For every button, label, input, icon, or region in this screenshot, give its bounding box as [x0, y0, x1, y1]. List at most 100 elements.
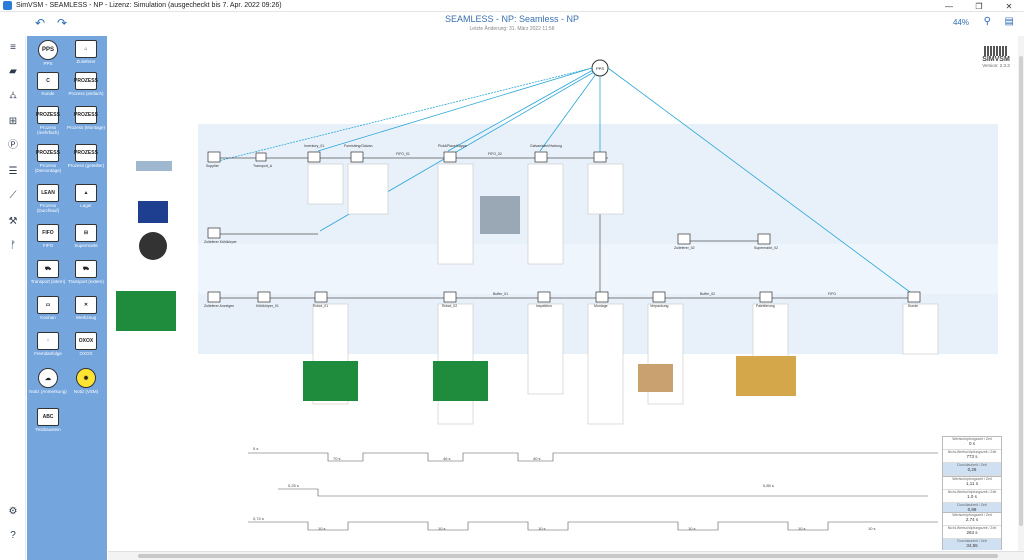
node-label: Palettierung — [756, 304, 775, 308]
kpi-value: 773 s — [966, 454, 978, 459]
scroll-thumb[interactable] — [138, 554, 998, 558]
map-icon[interactable]: ▤ — [1004, 16, 1014, 27]
info-line — [447, 69, 594, 152]
palette-item-process-multi[interactable]: PROZESS Prozess (mehrfach) — [29, 104, 67, 142]
product-photo-heatsink — [139, 232, 167, 260]
palette-label: Lager — [80, 203, 92, 208]
app-icon — [3, 1, 12, 10]
factory-icon: ⌂ — [75, 40, 97, 58]
kpi-value: 2,74 s — [965, 517, 979, 522]
oxox-icon: OXOX — [75, 332, 97, 350]
palette-label: Textbaustein — [35, 427, 61, 432]
help-icon[interactable]: ? — [10, 530, 16, 541]
kpi-value: 1,11 s — [966, 481, 978, 486]
horizontal-scrollbar[interactable] — [108, 551, 1024, 560]
palette-item-process-flow[interactable]: LEAN Prozess (Durchlauf) — [29, 182, 67, 220]
left-rail: ≡ ▰ ⛼ ⊞ Ⓟ ☰ ⟋ ⚒ ᚠ ⚙ ? — [0, 36, 26, 560]
product-photo-pcb-assembled-2 — [433, 361, 488, 401]
settings-icon[interactable]: ⚙ — [8, 506, 18, 517]
maximize-button[interactable]: ❐ — [975, 1, 983, 11]
node-label: Pick&Place/Kappe — [438, 144, 467, 148]
kpi-value: 263 s — [966, 530, 978, 535]
palette-item-note-vsm[interactable]: ✹ Notiz (VSM) — [67, 366, 105, 404]
product-photo-pallet — [736, 356, 796, 396]
palette-item-process-disassembly[interactable]: PROZESS Prozess (Demontage) — [29, 142, 67, 180]
close-button[interactable]: ✕ — [1005, 1, 1013, 11]
menu-icon[interactable]: ≡ — [10, 42, 16, 53]
palette-item-customer[interactable]: C Kunde — [29, 70, 67, 108]
timeline-row-3 — [248, 521, 938, 531]
node-label: Zulieferer Anzeigen — [204, 304, 235, 308]
list-icon[interactable]: ☰ — [8, 166, 18, 177]
svg-text:PPS: PPS — [596, 66, 604, 71]
palette-item-process-shared[interactable]: PROZESS Prozess (geteilter) — [67, 142, 105, 180]
redo-icon[interactable]: ↷ — [57, 16, 68, 30]
palette-item-process-simple[interactable]: PROZESS Prozess (einfach) — [67, 70, 105, 108]
palette-item-arrow[interactable]: ↑ Fremdanfolge — [29, 330, 67, 368]
document-last-modified: Letzte Änderung: 31. März 2022 11:58 — [469, 26, 555, 32]
timeline-row1-label: 40 s — [533, 456, 541, 461]
vsm-canvas[interactable]: PPS — [108, 36, 1024, 550]
minimize-button[interactable]: — — [945, 1, 953, 11]
timeline-row3-start: 0,74 s — [253, 516, 264, 521]
palette-item-transport-internal[interactable]: ⛟ Transport (intern) — [29, 258, 67, 296]
process-boxes-lower — [207, 227, 921, 303]
vsm-diagram: PPS — [116, 59, 998, 531]
process-icon: PROZESS — [74, 144, 98, 162]
kpi-value: 1.0 s — [967, 494, 977, 499]
forklift-icon: ⛟ — [37, 260, 59, 278]
product-photo-box — [638, 364, 673, 392]
arrow-up-icon: ↑ — [37, 332, 59, 350]
palette-item-supplier[interactable]: ⌂ Zulieferer — [67, 38, 105, 76]
flow-icon[interactable]: ⊞ — [8, 116, 18, 127]
branch-icon[interactable]: ᚠ — [10, 240, 16, 251]
product-photo-part — [480, 196, 520, 234]
palette-label: Notiz (VSM) — [73, 389, 99, 394]
tools-icon: ✕ — [75, 296, 97, 314]
palette-item-tool[interactable]: ✕ Werkzeug — [67, 294, 105, 332]
palette-item-text[interactable]: ABC Textbaustein — [29, 406, 67, 444]
pps-icon: PPS — [38, 40, 58, 60]
kpi-value: 0,98 — [967, 507, 977, 512]
palette-label: FIFO — [42, 243, 54, 248]
palette-label: Kanban — [40, 315, 56, 320]
node-label: Galvanisiert/Hartung — [530, 144, 562, 148]
shape-palette: PPS PPS ⌂ Zulieferer C Kunde PROZESS Pro… — [27, 36, 107, 560]
palette-label: Prozess (Montage) — [67, 125, 106, 130]
node-label: Robot_01 — [313, 304, 329, 308]
scroll-thumb[interactable] — [1019, 56, 1023, 526]
chart-icon[interactable]: ⟋ — [9, 190, 17, 201]
supermarket-icon: ⊟ — [75, 224, 97, 242]
process-boxes-upper — [207, 151, 607, 163]
node-label: FIFO — [828, 292, 836, 296]
kanban-icon: ▭ — [37, 296, 59, 314]
zoom-level[interactable]: 44% — [952, 18, 969, 27]
palette-item-process-assembly[interactable]: PROZESS Prozess (Montage) — [67, 104, 105, 142]
palette-item-fifo[interactable]: FIFO FIFO — [29, 222, 67, 260]
palette-item-oxox[interactable]: OXOX OXOX — [67, 330, 105, 368]
truck-icon: ⛟ — [75, 260, 97, 278]
palette-label: Transport (extern) — [68, 279, 104, 284]
timeline-row-1 — [248, 452, 938, 462]
folder-icon[interactable]: ▰ — [9, 66, 17, 77]
palette-item-transport-external[interactable]: ⛟ Transport (extern) — [67, 258, 105, 296]
document-title: SEAMLESS - NP: Seamless - NP — [444, 14, 580, 24]
process-icon: PROZESS — [74, 72, 98, 90]
vertical-scrollbar[interactable] — [1018, 36, 1024, 551]
undo-icon[interactable]: ↶ — [35, 16, 46, 30]
search-icon[interactable]: ⚲ — [983, 16, 991, 27]
wrench-icon[interactable]: ⚒ — [8, 216, 18, 227]
palette-item-supermarket[interactable]: ⊟ Supermarkt — [67, 222, 105, 260]
parking-icon[interactable]: Ⓟ — [8, 140, 18, 151]
node-label: Buffer_02 — [700, 292, 716, 296]
palette-item-pps[interactable]: PPS PPS — [29, 38, 67, 76]
palette-item-note[interactable]: ☁ Notiz (Anmerkung) — [29, 366, 67, 404]
palette-label: Supermarkt — [74, 243, 98, 248]
palette-item-stock[interactable]: ▲ Lager — [67, 182, 105, 220]
kpi-title: Nicht-Wertschöpfungszeit / Zeit — [947, 450, 997, 454]
kpi-title: Wertschöpfungszeit / Zeit — [952, 513, 992, 517]
palette-item-kanban[interactable]: ▭ Kanban — [29, 294, 67, 332]
hierarchy-icon[interactable]: ⛼ — [9, 90, 17, 101]
lean-icon: LEAN — [37, 184, 59, 202]
